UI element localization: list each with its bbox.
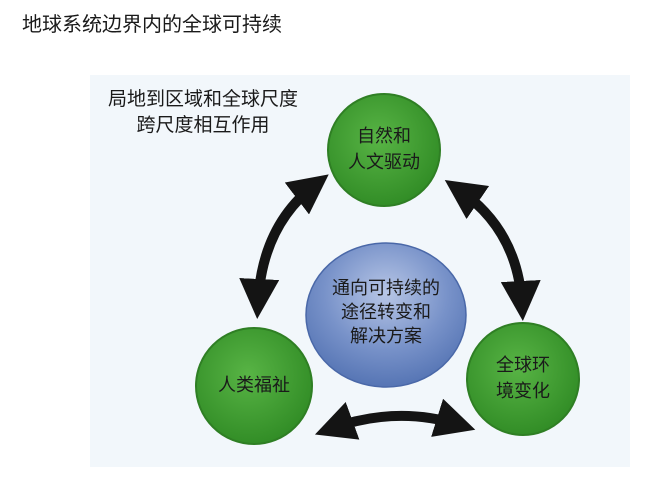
arrow-top-right [444, 179, 541, 321]
node-top-text-2: 人文驱动 [348, 152, 420, 173]
node-left-circle [195, 327, 313, 445]
arrow-bottom [314, 398, 476, 440]
scale-caption-line2: 跨尺度相互作用 [98, 112, 308, 138]
node-right-text-1: 全球环 [496, 355, 550, 376]
node-top-circle [327, 93, 441, 207]
page-title: 地球系统边界内的全球可持续 [22, 12, 282, 36]
node-left-label: 人类福祉 [194, 373, 314, 399]
center-text-3: 解决方案 [350, 326, 422, 347]
arrow-left-top [239, 174, 329, 319]
center-text-2: 途径转变和 [341, 302, 431, 323]
center-text-1: 通向可持续的 [332, 278, 440, 299]
node-left-text-1: 人类福祉 [218, 375, 290, 396]
center-label: 通向可持续的 途径转变和 解决方案 [316, 277, 456, 349]
node-right-label: 全球环 境变化 [463, 353, 583, 405]
node-top-text-1: 自然和 [357, 126, 411, 147]
node-right-circle [466, 322, 580, 436]
scale-caption-line1: 局地到区域和全球尺度 [98, 86, 308, 112]
node-top-label: 自然和 人文驱动 [324, 124, 444, 176]
caption-text-1: 局地到区域和全球尺度 [107, 88, 298, 110]
node-right-text-2: 境变化 [496, 381, 550, 402]
caption-text-2: 跨尺度相互作用 [136, 114, 270, 136]
